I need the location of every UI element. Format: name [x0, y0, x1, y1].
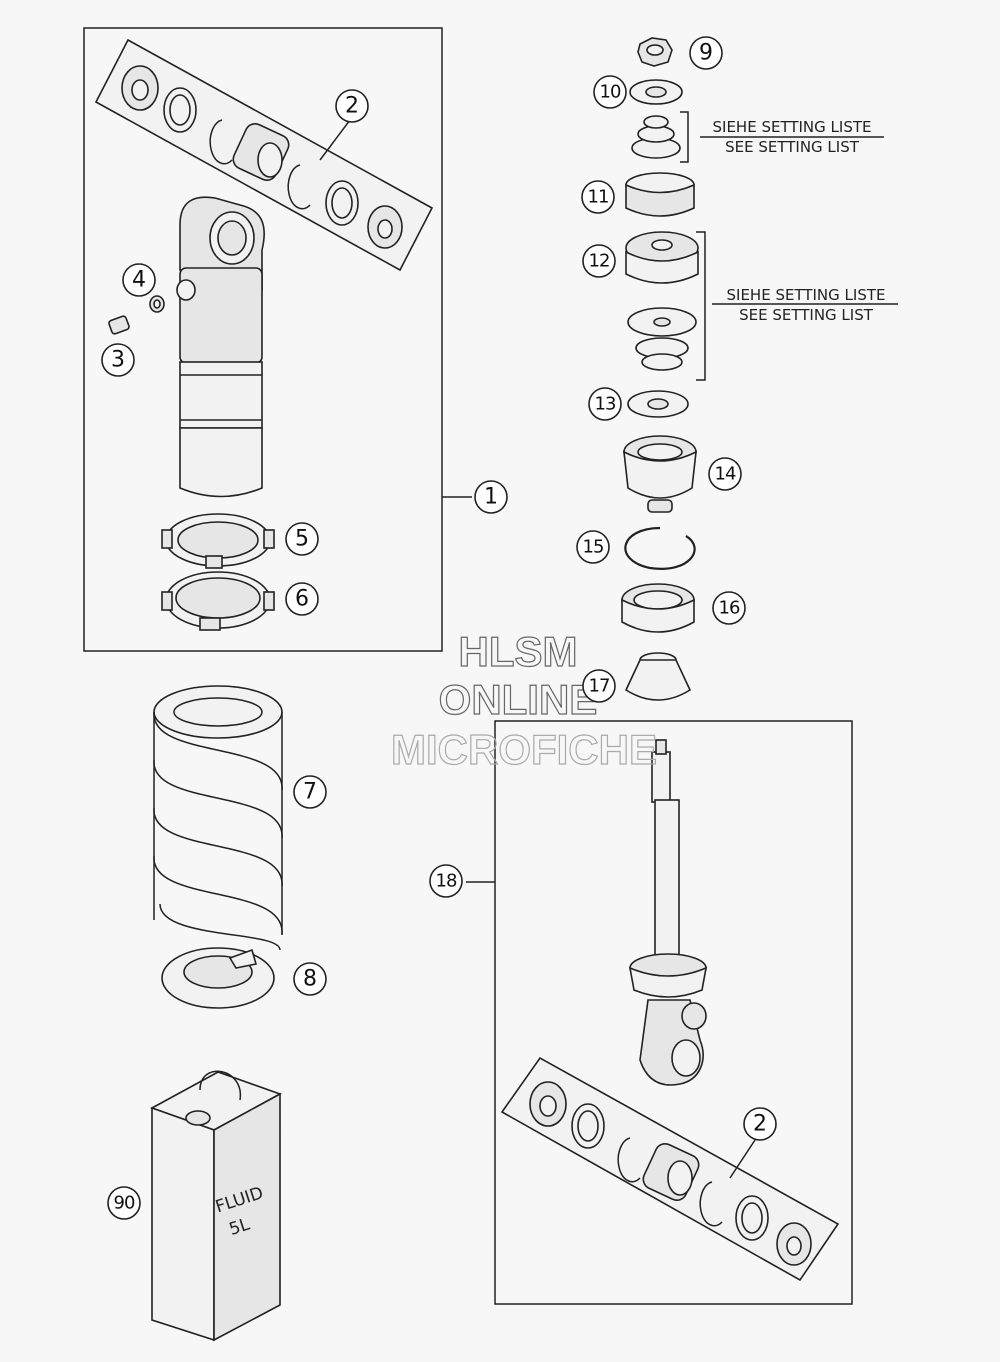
seal-housing-illustration-14 — [623, 435, 697, 513]
washer-illustration-13 — [627, 390, 689, 418]
svg-text:2: 2 — [345, 94, 359, 119]
piston-rod-frame — [494, 720, 853, 1305]
callout-90: 90 — [107, 1186, 141, 1220]
svg-text:12: 12 — [589, 251, 610, 272]
spring-retainer-illustration — [161, 947, 275, 1009]
callout-7: 7 — [293, 775, 327, 809]
svg-text:8: 8 — [303, 967, 317, 992]
callouts: 1 2 3 4 5 6 7 8 9 10 11 12 13 14 15 16 1… — [101, 36, 777, 1220]
adjusting-nut-illustration-5 — [161, 513, 275, 569]
shock-absorber-frame — [83, 27, 443, 652]
bearing-kit-illustration-bottom — [500, 1056, 840, 1282]
svg-text:18: 18 — [436, 871, 457, 892]
shock-absorber-body-illustration — [176, 196, 265, 498]
svg-text:15: 15 — [583, 537, 604, 558]
nut-illustration-9 — [637, 37, 673, 67]
shim-stack-illustration-a — [631, 111, 689, 163]
bearing-kit-illustration-top — [94, 38, 434, 272]
callout-15: 15 — [576, 530, 610, 564]
setting-note-de-2: SIEHE SETTING LISTE — [727, 286, 886, 304]
callout-9: 9 — [689, 36, 723, 70]
svg-text:5: 5 — [295, 527, 309, 552]
callout-12: 12 — [582, 244, 616, 278]
svg-text:7: 7 — [303, 780, 317, 805]
svg-text:6: 6 — [295, 587, 309, 612]
setting-note-en-1: SEE SETTING LIST — [725, 138, 860, 156]
setting-note-de-1: SIEHE SETTING LISTE — [713, 118, 872, 136]
svg-text:2: 2 — [753, 1112, 767, 1137]
callout-10: 10 — [593, 75, 627, 109]
callout-2-bottom: 2 — [743, 1107, 777, 1141]
bump-rubber-illustration-17 — [624, 652, 692, 701]
svg-text:13: 13 — [595, 394, 616, 415]
svg-text:9: 9 — [699, 41, 713, 66]
callout-2-top: 2 — [335, 89, 369, 123]
svg-text:10: 10 — [600, 82, 621, 103]
watermark-line3: MICROFICHE — [391, 726, 657, 773]
circlip-illustration-15 — [624, 526, 696, 570]
piston-rod-illustration — [628, 739, 708, 1086]
callout-6: 6 — [285, 582, 319, 616]
svg-text:16: 16 — [719, 598, 740, 619]
callout-1: 1 — [474, 480, 508, 514]
svg-text:11: 11 — [588, 187, 609, 208]
watermark-line1: HLSM — [459, 628, 578, 675]
callout-5: 5 — [285, 522, 319, 556]
shim-stack-illustration-b — [627, 231, 706, 381]
svg-text:1: 1 — [484, 485, 498, 510]
callout-3: 3 — [101, 343, 135, 377]
svg-text:90: 90 — [114, 1193, 135, 1214]
svg-text:4: 4 — [132, 268, 146, 293]
fluid-can-illustration: FLUID 5L — [150, 1070, 282, 1342]
lock-nut-illustration-6 — [161, 571, 275, 631]
callout-13: 13 — [588, 387, 622, 421]
bolt-and-washer-illustration — [108, 295, 165, 335]
callout-17: 17 — [582, 669, 616, 703]
washer-illustration-10 — [629, 79, 683, 105]
bushing-illustration-11 — [625, 172, 695, 217]
svg-text:3: 3 — [111, 348, 125, 373]
watermark-line2: ONLINE — [439, 676, 598, 723]
svg-text:14: 14 — [715, 464, 736, 485]
callout-14: 14 — [708, 457, 742, 491]
callout-4: 4 — [122, 263, 156, 297]
seal-ring-illustration-16 — [621, 583, 695, 633]
setting-note-en-2: SEE SETTING LIST — [739, 306, 874, 324]
watermark: HLSM ONLINE MICROFICHE — [390, 627, 657, 773]
svg-text:17: 17 — [589, 676, 610, 697]
callout-18: 18 — [429, 864, 463, 898]
spring-illustration — [153, 685, 283, 951]
piston-illustration-12 — [625, 231, 699, 284]
callout-8: 8 — [293, 962, 327, 996]
callout-16: 16 — [712, 591, 746, 625]
callout-11: 11 — [581, 180, 615, 214]
